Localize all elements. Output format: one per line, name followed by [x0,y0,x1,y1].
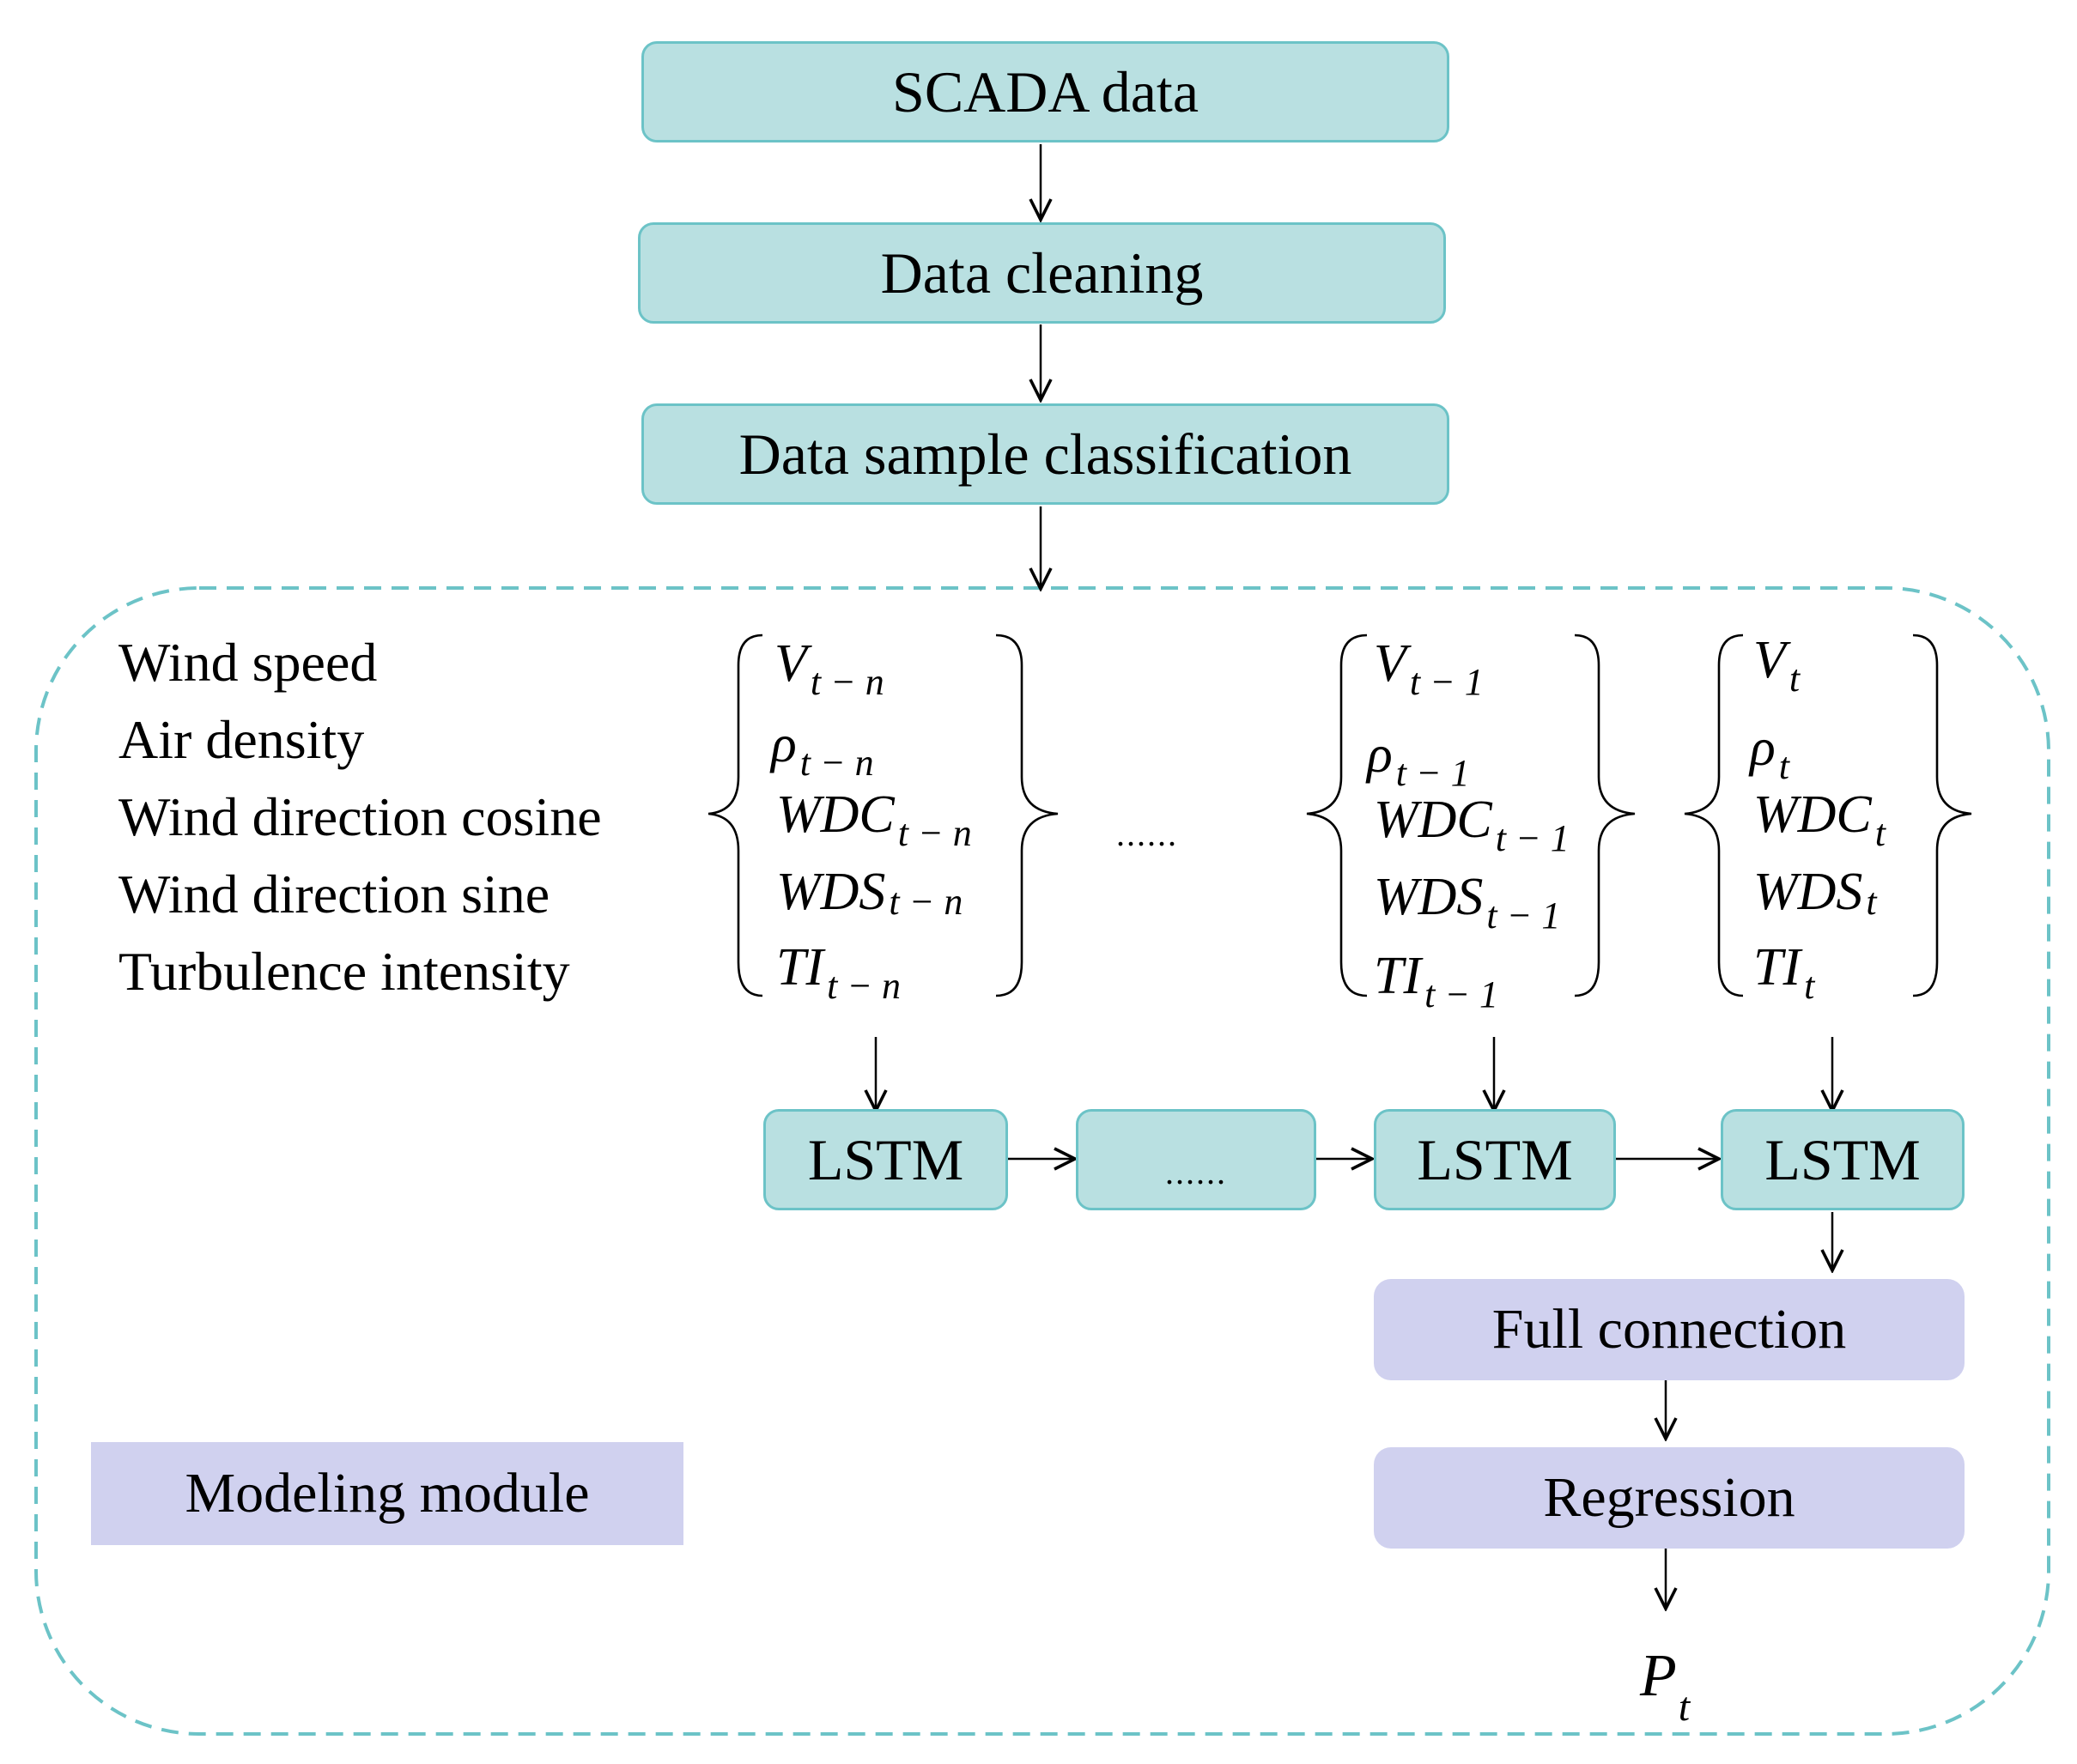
feature-air-density: Air density [118,709,365,770]
modeling-module-label: Modeling module [185,1462,590,1525]
data-cleaning-box: Data cleaning [638,222,1446,324]
modeling-module-label-box: Modeling module [91,1442,683,1545]
data-sample-classification-label: Data sample classification [738,421,1352,487]
group3-ti: TIt [1753,938,1815,1007]
group1-air-density: ρt − n [771,715,874,784]
lstm-cell-middle: ...... [1076,1109,1316,1210]
group2-wdc: WDCt − 1 [1374,791,1570,859]
feature-turbulence-intensity: Turbulence intensity [118,941,570,1002]
lstm-cell-3-label: LSTM [1764,1126,1921,1192]
lstm-cell-middle-label: ...... [1165,1152,1227,1191]
group3-wds: WDSt [1753,863,1877,923]
scada-data-label: SCADA data [892,58,1199,124]
groups-ellipsis: ...... [1116,815,1178,853]
brace-features [708,633,763,997]
regression-label: Regression [1543,1466,1795,1529]
group2-wind-speed: Vt − 1 [1374,634,1484,703]
group1-wind-speed: Vt − n [774,634,884,703]
lstm-cell-2: LSTM [1374,1109,1616,1210]
group3-air-density: ρt [1750,718,1789,787]
group2-air-density: ρt − 1 [1367,725,1470,794]
brace-group3-left [1684,633,1744,997]
modeling-module-border [34,586,2050,1736]
regression-box: Regression [1374,1447,1965,1549]
group1-wdc: WDCt − n [776,785,972,854]
group1-wds: WDSt − n [776,863,963,923]
group3-wind-speed: Vt [1753,631,1801,700]
scada-data-box: SCADA data [641,41,1449,142]
feature-wind-speed: Wind speed [118,632,378,693]
brace-group2-right [1574,633,1636,997]
data-cleaning-label: Data cleaning [880,239,1204,306]
lstm-cell-2-label: LSTM [1417,1126,1573,1192]
output-power: Pt [1640,1643,1691,1730]
group1-ti: TIt − n [776,938,902,1007]
group2-ti: TIt − 1 [1374,947,1499,1015]
lstm-cell-1-label: LSTM [807,1126,964,1192]
brace-group2-left [1306,633,1368,997]
full-connection-box: Full connection [1374,1279,1965,1380]
group2-wds: WDSt − 1 [1374,868,1561,937]
brace-group1-right [995,633,1059,997]
full-connection-label: Full connection [1491,1298,1847,1361]
lstm-cell-1: LSTM [763,1109,1008,1210]
group3-wdc: WDCt [1753,785,1886,854]
feature-wind-direction-sine: Wind direction sine [118,864,550,924]
data-sample-classification-box: Data sample classification [641,403,1449,505]
lstm-cell-3: LSTM [1721,1109,1965,1210]
feature-wind-direction-cosine: Wind direction cosine [118,786,602,847]
brace-group3-right [1912,633,1972,997]
